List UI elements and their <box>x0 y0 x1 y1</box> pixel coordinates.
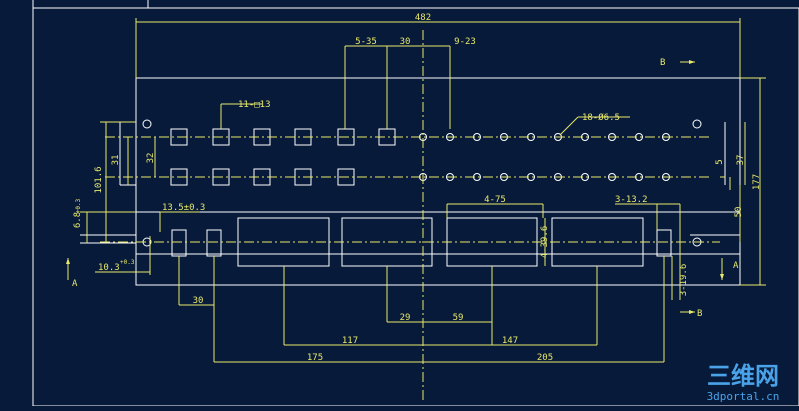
label-section-a-left: A <box>72 279 78 289</box>
label-section-a-right: A <box>733 261 739 271</box>
dim-window-height: 4-39.6 <box>540 226 550 259</box>
dim-left-offset: 10.3 <box>98 263 120 273</box>
title-block-fragment <box>32 0 149 9</box>
dim-overall-width: 482 <box>415 13 431 23</box>
dim-top-pitch-right: 9-23 <box>454 37 476 47</box>
label-section-b-bottom: B <box>697 309 702 319</box>
dim-left-small: 6.8 <box>73 212 83 228</box>
dim-slot: 13.5±0.3 <box>162 203 205 213</box>
dim-left-height: 101.6 <box>94 166 104 193</box>
label-round-holes: 18-Ø6.5 <box>582 112 620 123</box>
center-lines <box>100 30 720 400</box>
dim-bottom-59: 59 <box>453 313 464 323</box>
dimension-lines <box>67 18 766 363</box>
dim-left-outer-height: 31 <box>111 155 121 166</box>
dim-bottom-117: 117 <box>342 336 358 346</box>
watermark-site: 3dportal.cn <box>707 390 780 403</box>
label-section-b-top: B <box>660 58 665 68</box>
dim-right-row: 37 <box>736 155 746 166</box>
dim-right-height: 177 <box>752 174 762 190</box>
dim-left-offset-tol: +0.3 <box>120 259 135 266</box>
dim-left-small-tol: +0.3 <box>75 198 82 213</box>
square-holes <box>170 128 672 257</box>
dim-top-center-gap: 30 <box>400 37 411 47</box>
dim-window-pitch: 4-75 <box>484 195 506 205</box>
watermark-logo-text: 三维网 <box>707 362 779 390</box>
dim-bottom-147: 147 <box>502 336 518 346</box>
drawing-frame <box>32 7 799 407</box>
dim-right-slot: 3-13.2 <box>615 195 648 205</box>
dim-bottom-29: 29 <box>400 313 411 323</box>
label-square-holes: 11-□13 <box>238 100 271 110</box>
dim-top-pitch-left: 5-35 <box>355 37 377 47</box>
dim-bottom-thirty: 30 <box>193 296 204 306</box>
part-outline <box>80 77 741 286</box>
dim-right-fifty: 50 <box>734 207 744 218</box>
round-holes <box>142 119 702 247</box>
dim-right-small: 5 <box>715 159 725 164</box>
watermark-logo: 三维网 3dportal.cn <box>707 362 780 403</box>
dim-bottom-175: 175 <box>307 353 323 363</box>
dim-bottom-205: 205 <box>537 353 553 363</box>
dim-right-vertical: 3-19.6 <box>679 264 689 297</box>
arrowheads <box>66 60 724 314</box>
dim-left-row-gap: 32 <box>146 153 156 164</box>
